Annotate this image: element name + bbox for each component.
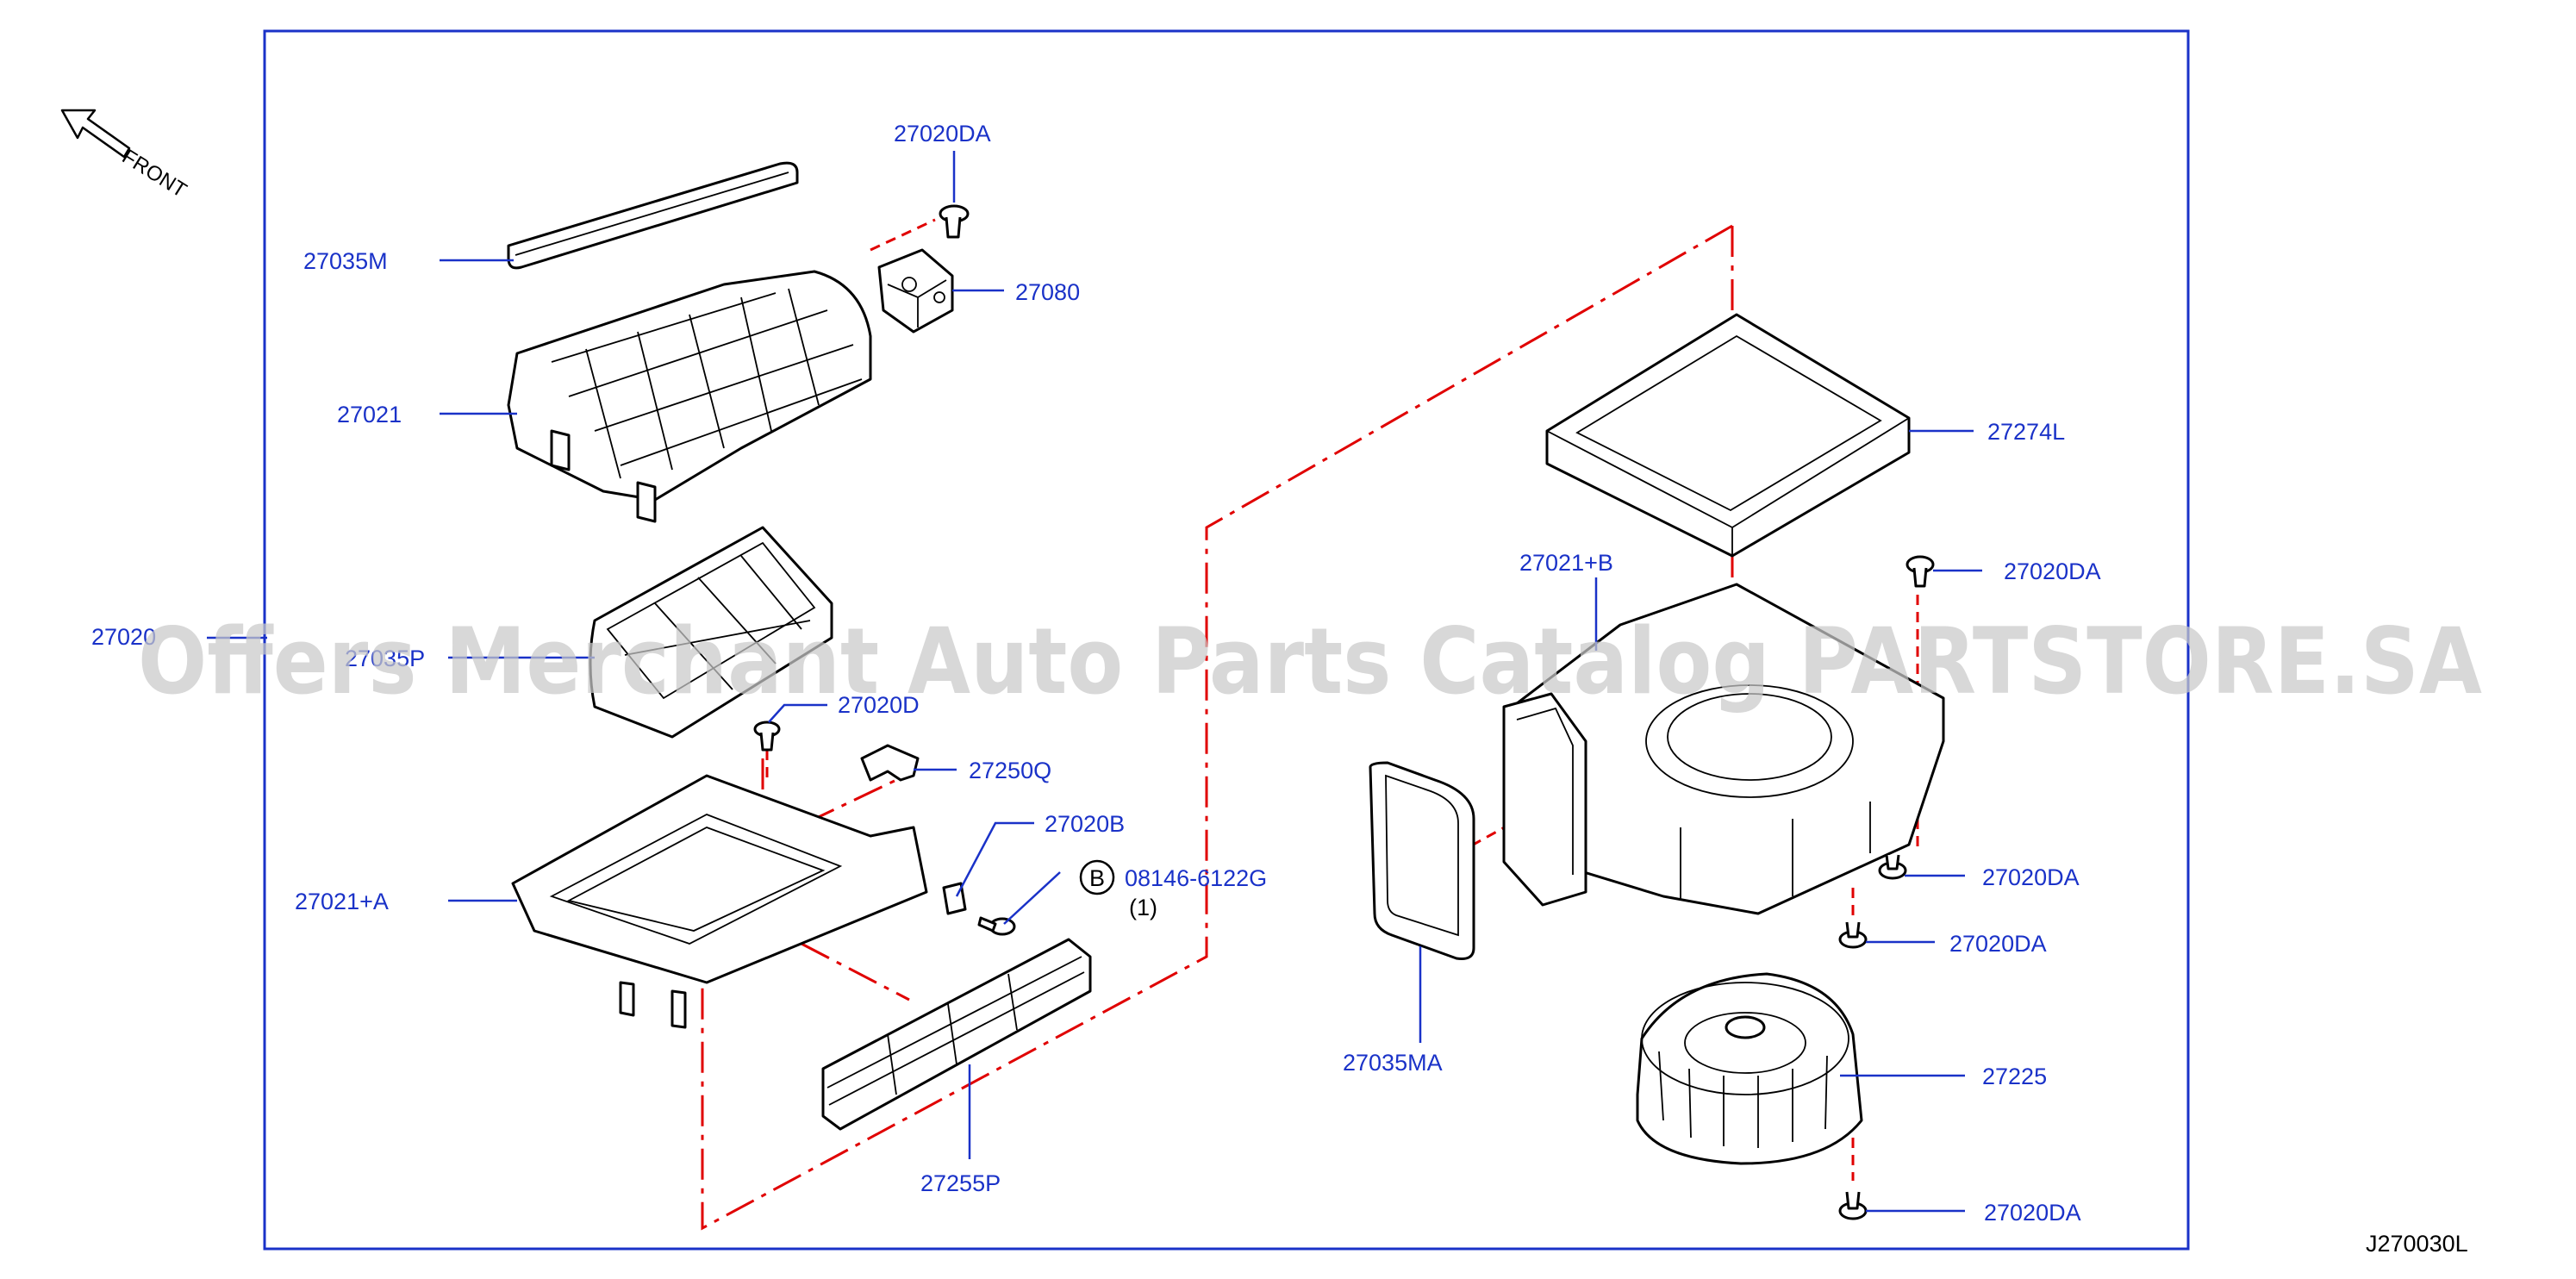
actuator-motor-27080: [877, 248, 954, 334]
diagram-frame: [263, 29, 2190, 1251]
label-27255P: 27255P: [920, 1170, 1001, 1196]
leader-lines: [207, 151, 1982, 1213]
label-27020DA-right3: 27020DA: [1949, 931, 2047, 957]
label-27020B: 27020B: [1045, 811, 1125, 837]
blower-motor-27225: [1636, 972, 1863, 1165]
screw-27020DA-bottom: [1838, 1191, 1868, 1220]
front-direction-arrow-icon: [60, 109, 131, 159]
svg-text:B: B: [1089, 865, 1105, 891]
filter-element-27255P: [821, 938, 1092, 1131]
screw-27020D: [753, 721, 781, 752]
label-27020DA-right1: 27020DA: [2004, 558, 2101, 584]
front-label: FRONT: [118, 145, 191, 203]
label-27020DA-top: 27020DA: [894, 121, 991, 147]
screw-27020DA-top: [939, 204, 970, 239]
label-27035M: 27035M: [303, 248, 388, 274]
seal-27035M: [507, 161, 799, 270]
blower-case-27021B: [1502, 583, 1945, 915]
upper-case-27021: [507, 270, 872, 523]
screw-27020DA-right2: [1878, 854, 1907, 880]
screw-27020DA-right1: [1905, 555, 1935, 588]
label-08146-6122G: 08146-6122G: [1125, 865, 1267, 891]
label-27020DA-bottom: 27020DA: [1984, 1200, 2081, 1226]
label-27225: 27225: [1982, 1064, 2047, 1089]
label-27020: 27020: [91, 624, 156, 650]
label-27021A: 27021+A: [295, 889, 389, 914]
label-27035MA: 27035MA: [1343, 1050, 1443, 1076]
label-27250Q: 27250Q: [969, 758, 1051, 783]
bolt-marker-circle-icon: B: [1079, 859, 1115, 895]
screw-27020DA-right3: [1838, 921, 1868, 949]
label-27021: 27021: [337, 402, 402, 427]
label-27021B: 27021+B: [1519, 550, 1613, 576]
lower-case-27021A: [511, 774, 928, 1029]
label-27020D: 27020D: [838, 692, 920, 718]
label-bolt-qty: (1): [1129, 895, 1157, 920]
label-27274L: 27274L: [1987, 419, 2065, 445]
filter-duct-27035P: [589, 526, 833, 739]
label-27020DA-right2: 27020DA: [1982, 864, 2080, 890]
label-27035P: 27035P: [345, 646, 425, 671]
watermark-text: Offers Merchant Auto Parts Catalog PARTS…: [138, 608, 2482, 714]
diagram-code: J270030L: [2366, 1231, 2468, 1257]
bolt-08146-6122G: [977, 916, 1016, 936]
gasket-27035MA: [1369, 761, 1475, 960]
clip-27250Q: [860, 744, 920, 782]
label-27080: 27080: [1015, 279, 1080, 305]
cabin-filter-27274L: [1545, 313, 1911, 558]
